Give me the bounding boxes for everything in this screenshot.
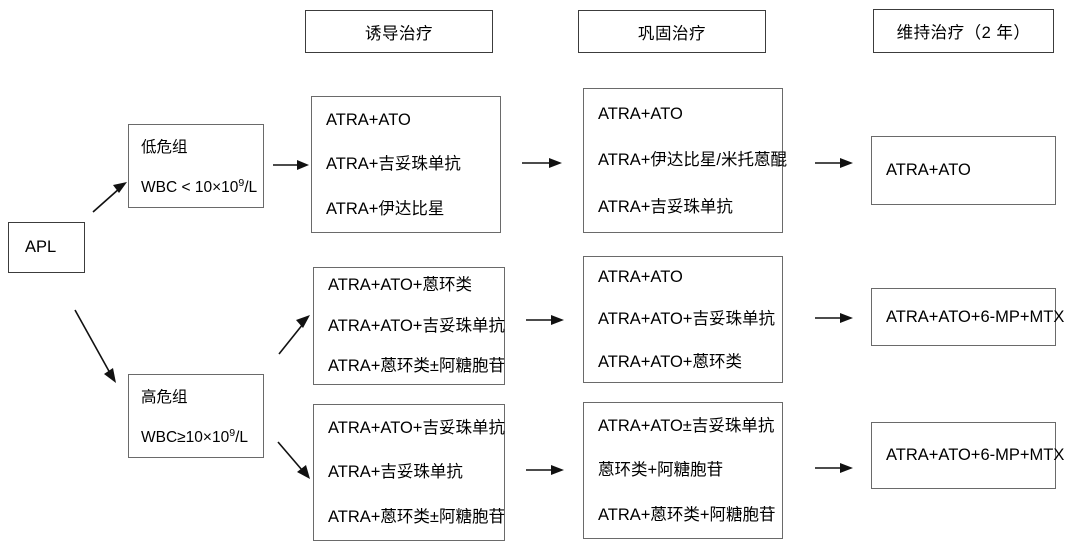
node-maintenance-low-risk: ATRA+ATO <box>871 136 1056 205</box>
node-induction-high-risk-a: ATRA+ATO+蒽环类 ATRA+ATO+吉妥珠单抗 ATRA+蒽环类±阿糖胞… <box>313 267 505 385</box>
column-header-maintenance: 维持治疗（2 年） <box>873 9 1054 53</box>
column-header-maintenance-label: 维持治疗（2 年） <box>896 24 1031 42</box>
high-risk-criterion-suffix: /L <box>235 429 248 446</box>
node-consolidation-high-risk-a: ATRA+ATO ATRA+ATO+吉妥珠单抗 ATRA+ATO+蒽环类 <box>583 256 783 383</box>
consolidation-high-b-option-3: ATRA+蒽环类+阿糖胞苷 <box>598 505 776 524</box>
node-maintenance-high-risk-a: ATRA+ATO+6-MP+MTX <box>871 288 1065 346</box>
consolidation-high-a-option-3: ATRA+ATO+蒽环类 <box>598 352 742 371</box>
node-low-risk-group: 低危组 WBC < 10×109/L <box>128 124 264 208</box>
low-risk-criterion-exponent: 9 <box>238 176 245 189</box>
consolidation-low-option-2: ATRA+伊达比星/米托蒽醌 <box>598 151 788 170</box>
consolidation-low-option-3: ATRA+吉妥珠单抗 <box>598 197 733 216</box>
low-risk-group-criterion: WBC < 10×109/L <box>141 176 263 197</box>
consolidation-low-option-1: ATRA+ATO <box>598 104 683 123</box>
column-header-induction: 诱导治疗 <box>305 10 493 53</box>
column-header-consolidation: 巩固治疗 <box>578 10 766 53</box>
high-risk-criterion-prefix: WBC≥10×10 <box>141 429 230 446</box>
induction-high-b-option-1: ATRA+ATO+吉妥珠单抗 <box>328 418 505 437</box>
node-induction-high-risk-b: ATRA+ATO+吉妥珠单抗 ATRA+吉妥珠单抗 ATRA+蒽环类±阿糖胞苷 <box>313 404 505 541</box>
node-apl: APL <box>8 222 85 273</box>
maintenance-high-a-option-1: ATRA+ATO+6-MP+MTX <box>886 307 1065 326</box>
high-risk-criterion-exponent: 9 <box>229 426 236 439</box>
induction-low-option-1: ATRA+ATO <box>326 110 411 129</box>
column-header-induction-label: 诱导治疗 <box>365 24 433 43</box>
induction-high-b-option-2: ATRA+吉妥珠单抗 <box>328 463 463 482</box>
column-header-consolidation-label: 巩固治疗 <box>638 24 706 43</box>
induction-high-a-option-1: ATRA+ATO+蒽环类 <box>328 276 472 295</box>
consolidation-high-b-option-1: ATRA+ATO±吉妥珠单抗 <box>598 416 775 435</box>
consolidation-high-b-option-2: 蒽环类+阿糖胞苷 <box>598 461 724 480</box>
low-risk-group-name: 低危组 <box>141 139 188 156</box>
maintenance-high-b-option-1: ATRA+ATO+6-MP+MTX <box>886 446 1065 465</box>
induction-high-a-option-2: ATRA+ATO+吉妥珠单抗 <box>328 316 505 335</box>
node-high-risk-group: 高危组 WBC≥10×109/L <box>128 374 264 458</box>
node-consolidation-low-risk: ATRA+ATO ATRA+伊达比星/米托蒽醌 ATRA+吉妥珠单抗 <box>583 88 788 233</box>
node-consolidation-high-risk-b: ATRA+ATO±吉妥珠单抗 蒽环类+阿糖胞苷 ATRA+蒽环类+阿糖胞苷 <box>583 402 783 539</box>
induction-low-option-2: ATRA+吉妥珠单抗 <box>326 155 461 174</box>
induction-high-b-option-3: ATRA+蒽环类±阿糖胞苷 <box>328 507 505 526</box>
consolidation-high-a-option-2: ATRA+ATO+吉妥珠单抗 <box>598 310 775 329</box>
induction-high-a-option-3: ATRA+蒽环类±阿糖胞苷 <box>328 357 505 376</box>
node-apl-label: APL <box>25 238 57 256</box>
node-induction-low-risk: ATRA+ATO ATRA+吉妥珠单抗 ATRA+伊达比星 <box>311 96 501 233</box>
low-risk-criterion-prefix: WBC < 10×10 <box>141 179 239 196</box>
maintenance-low-option-1: ATRA+ATO <box>886 161 971 180</box>
low-risk-criterion-suffix: /L <box>244 179 258 196</box>
consolidation-high-a-option-1: ATRA+ATO <box>598 267 683 286</box>
induction-low-option-3: ATRA+伊达比星 <box>326 199 445 218</box>
high-risk-group-name: 高危组 <box>141 389 188 406</box>
high-risk-group-criterion: WBC≥10×109/L <box>141 426 263 447</box>
node-maintenance-high-risk-b: ATRA+ATO+6-MP+MTX <box>871 422 1065 489</box>
